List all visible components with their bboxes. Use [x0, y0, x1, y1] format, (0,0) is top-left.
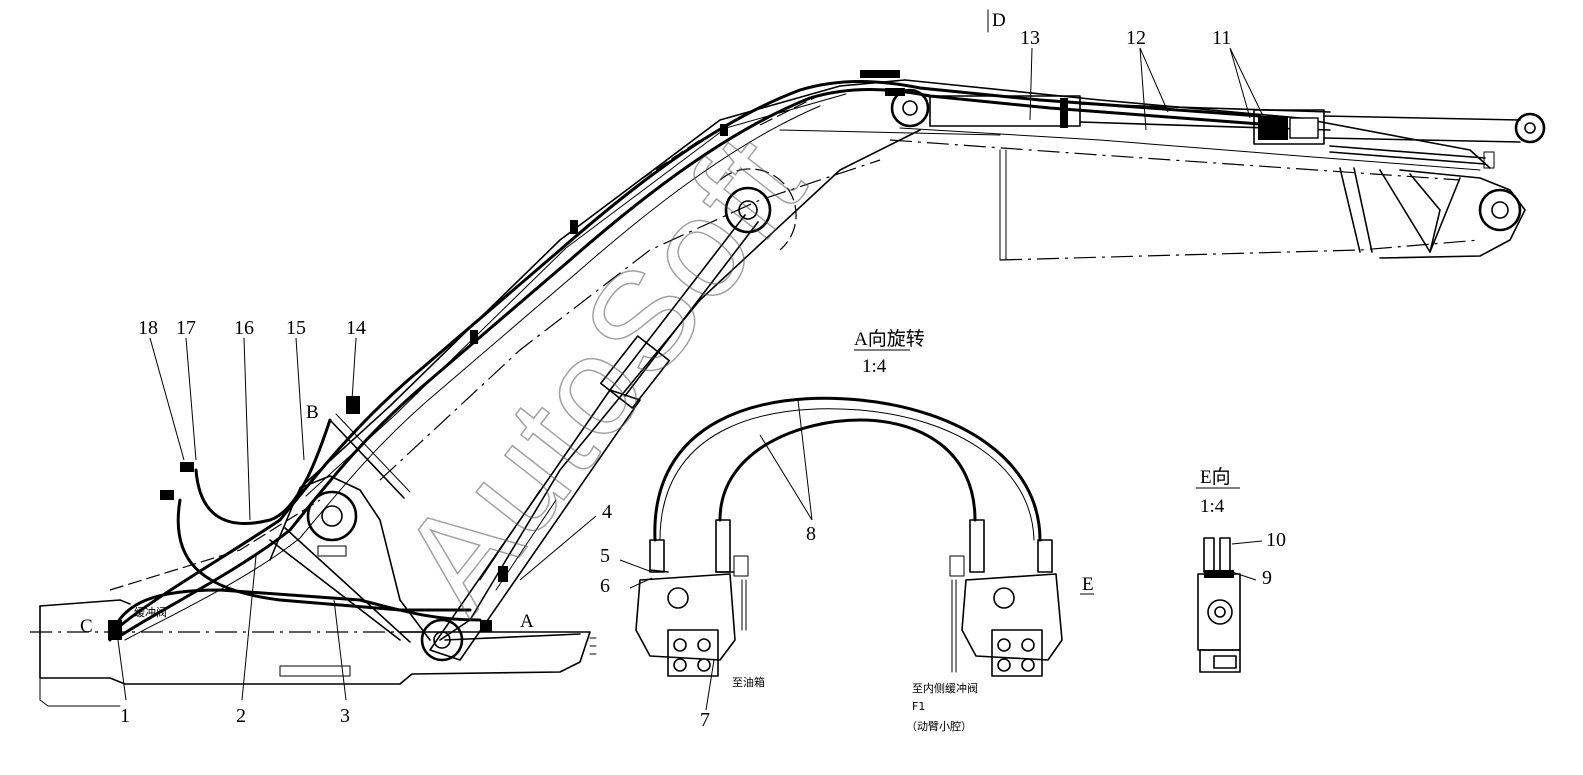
section-letter-b: B: [306, 402, 319, 423]
callout-16: 16: [234, 317, 254, 339]
view-e-title: E向: [1200, 466, 1231, 488]
callout-11: 11: [1212, 27, 1231, 49]
view-e-label: E向 1:4: [1200, 466, 1231, 517]
section-letter-c: C: [80, 616, 93, 637]
section-letter-e: E: [1082, 574, 1094, 595]
note-to-inner-valve: 至内侧缓冲阀: [912, 681, 978, 695]
valve-block-right: [949, 519, 1063, 677]
annotation-notes: 缓冲阀 至油箱 至内侧缓冲阀 F1 （动臂小腔）: [134, 605, 978, 733]
callout-1: 1: [120, 705, 130, 727]
boom-hoses: [108, 70, 1262, 642]
callout-9: 9: [1262, 567, 1272, 589]
callout-3: 3: [340, 705, 350, 727]
section-letter-d: D: [992, 10, 1006, 31]
view-a-title: A向旋转: [854, 328, 925, 350]
valve-block-left: [635, 519, 749, 677]
view-a-label: A向旋转 1:4: [854, 328, 925, 377]
leader-lines: [117, 47, 1265, 711]
section-letters: A B C D E: [80, 9, 1094, 637]
callout-13: 13: [1020, 27, 1040, 49]
callout-8: 8: [806, 523, 816, 545]
callout-6: 6: [600, 575, 610, 597]
callout-14: 14: [346, 317, 366, 339]
note-boom-small-chamber: （动臂小腔）: [906, 719, 972, 733]
callout-numbers: 1 2 3 4 5 6 7 8 9 10 11 12 13 14 15 16 1…: [120, 27, 1286, 731]
callout-12: 12: [1126, 27, 1146, 49]
callout-17: 17: [176, 317, 196, 339]
callout-10: 10: [1266, 529, 1286, 551]
note-f1: F1: [912, 700, 925, 713]
section-letter-a: A: [520, 611, 534, 632]
turntable-base: [30, 599, 597, 707]
callout-5: 5: [600, 545, 610, 567]
arm: [779, 79, 1546, 261]
detail-view-a: [635, 396, 1063, 677]
view-e-scale: 1:4: [1200, 496, 1225, 517]
callout-4: 4: [602, 501, 612, 523]
view-a-scale: 1:4: [862, 356, 887, 377]
detail-view-e: [1197, 537, 1241, 673]
callout-2: 2: [236, 705, 246, 727]
note-buffer-valve: 缓冲阀: [134, 605, 167, 619]
boom-cylinder: [420, 168, 797, 662]
callout-15: 15: [286, 317, 306, 339]
note-to-tank: 至油箱: [732, 675, 765, 689]
callout-18: 18: [138, 317, 158, 339]
callout-7: 7: [700, 709, 710, 731]
